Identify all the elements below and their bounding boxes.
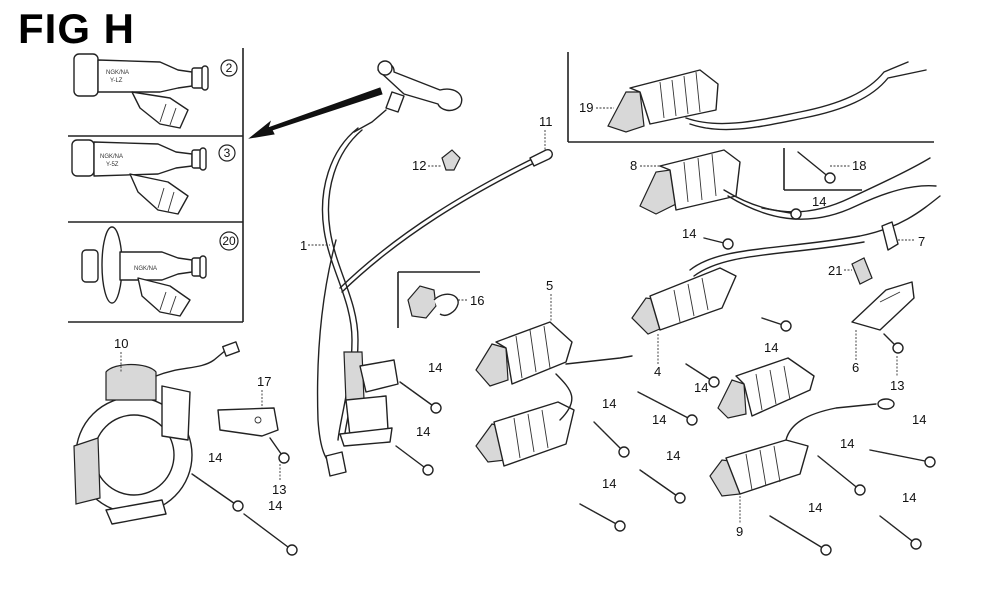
callout-16: 16 <box>470 293 484 308</box>
callout-14: 14 <box>912 412 926 427</box>
part-5-coil[interactable] <box>475 321 633 467</box>
bolt-14[interactable] <box>639 469 686 504</box>
bolt-18[interactable] <box>797 151 836 184</box>
callout-3: 3 <box>224 146 231 160</box>
bolt-14[interactable] <box>761 207 802 220</box>
callout-14: 14 <box>812 194 826 209</box>
callout-2: 2 <box>226 61 233 75</box>
callout-1: 1 <box>300 238 307 253</box>
callout-14: 14 <box>652 412 666 427</box>
part-11-wire-terminal[interactable] <box>339 148 553 293</box>
callout-14: 14 <box>694 380 708 395</box>
callouts: 1 11 12 16 19 8 18 7 21 5 4 6 13 <box>114 100 925 539</box>
bolt-13[interactable] <box>883 333 904 354</box>
bolt-14[interactable] <box>879 515 922 550</box>
ignition-coil-assembly[interactable] <box>325 351 399 477</box>
bolt-14[interactable] <box>191 473 244 512</box>
callout-10: 10 <box>114 336 128 351</box>
bolt-14[interactable] <box>769 515 832 556</box>
bolt-14[interactable] <box>243 513 298 556</box>
part-7-grommet[interactable] <box>881 221 899 251</box>
callout-8: 8 <box>630 158 637 173</box>
reference-arrow <box>248 87 383 139</box>
callout-14: 14 <box>902 490 916 505</box>
callout-14: 14 <box>808 500 822 515</box>
bolt-14[interactable] <box>817 455 866 496</box>
spark-plug-cap-variant[interactable]: NGK/NA Y-LZ 2 <box>73 53 238 129</box>
callout-7: 7 <box>918 234 925 249</box>
part-9-coil[interactable] <box>709 357 895 497</box>
cap-brand-text: NGK/NA <box>100 154 123 160</box>
inset-panel: NGK/NA Y-LZ 2 NGK/NA Y-5Z 3 <box>68 48 244 323</box>
part-8-coil[interactable] <box>639 149 937 220</box>
callout-21: 21 <box>828 263 842 278</box>
callout-14: 14 <box>416 424 430 439</box>
callout-14: 14 <box>428 360 442 375</box>
callout-9: 9 <box>736 524 743 539</box>
part-17-bracket[interactable] <box>217 407 279 437</box>
callout-14: 14 <box>208 450 222 465</box>
callout-14: 14 <box>682 226 696 241</box>
callout-14: 14 <box>268 498 282 513</box>
callout-12: 12 <box>412 158 426 173</box>
bolt-13[interactable] <box>269 437 290 464</box>
callout-14: 14 <box>666 448 680 463</box>
callout-11: 11 <box>539 114 553 129</box>
figure-title: FIG H <box>18 5 135 52</box>
part-19-coil[interactable] <box>567 52 934 143</box>
bolt-14[interactable] <box>399 381 442 414</box>
cap-brand-text: NGK/NA <box>106 70 129 76</box>
callout-18: 18 <box>852 158 866 173</box>
part-18-bolt-inset[interactable] <box>783 148 862 191</box>
part-1-high-tension-cord[interactable] <box>316 60 463 467</box>
callout-19: 19 <box>579 100 593 115</box>
cap-brand-text: NGK/NA <box>134 266 157 272</box>
part-6-plate[interactable] <box>851 281 915 331</box>
bolt-14[interactable] <box>685 363 720 388</box>
part-16-clamp[interactable] <box>397 271 480 328</box>
bolt-14[interactable] <box>579 503 626 532</box>
cap-model-text: Y-5Z <box>106 162 119 168</box>
part-21-spacer[interactable] <box>851 257 873 285</box>
bolt-14[interactable] <box>703 237 734 250</box>
part-10-stator[interactable] <box>73 341 240 525</box>
callout-14: 14 <box>840 436 854 451</box>
part-12-clip[interactable] <box>441 149 461 171</box>
cap-model-text: Y-LZ <box>110 78 123 84</box>
callout-14: 14 <box>602 476 616 491</box>
bolt-14[interactable] <box>395 445 434 476</box>
callout-6: 6 <box>852 360 859 375</box>
callout-20: 20 <box>222 234 236 248</box>
callout-13: 13 <box>272 482 286 497</box>
callout-17: 17 <box>257 374 271 389</box>
callout-13: 13 <box>890 378 904 393</box>
callout-5: 5 <box>546 278 553 293</box>
part-4-coil[interactable] <box>631 195 941 335</box>
callout-14: 14 <box>602 396 616 411</box>
bolt-14[interactable] <box>869 449 936 468</box>
callout-14: 14 <box>764 340 778 355</box>
callout-4: 4 <box>654 364 661 379</box>
bolt-14[interactable] <box>637 391 698 426</box>
bolt-14[interactable] <box>761 317 792 332</box>
bolt-14[interactable] <box>593 421 630 458</box>
spark-plug-cap-variant[interactable]: NGK/NA Y-5Z 3 <box>71 139 236 215</box>
bolts-group <box>191 151 936 556</box>
spark-plug-cap-variant[interactable]: NGK/NA 20 <box>81 226 239 317</box>
